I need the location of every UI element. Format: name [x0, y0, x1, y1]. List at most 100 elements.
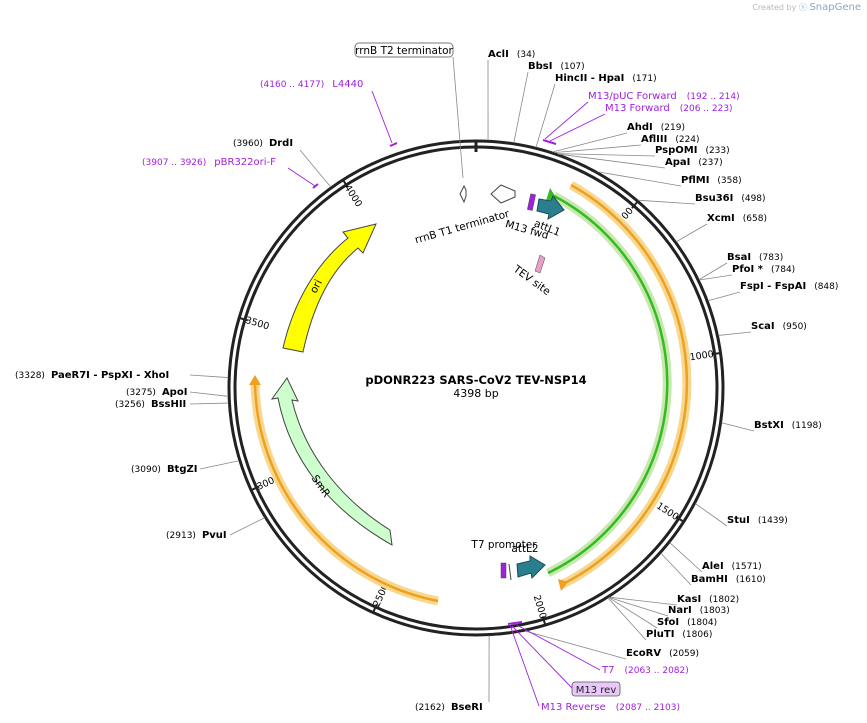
nsp14-arc — [547, 194, 669, 575]
site-leader — [199, 460, 240, 470]
primer-name: L4440 — [332, 79, 363, 90]
site-name: KasI — [677, 594, 701, 605]
site-position: (3090) — [131, 465, 161, 475]
site-leader — [718, 331, 752, 336]
tick-mark-500 — [631, 200, 639, 209]
primer-range: (206 .. 223) — [680, 104, 733, 114]
site-leader — [189, 402, 229, 405]
restriction-site-label: AflIII (224) — [641, 134, 700, 145]
site-leader — [609, 596, 678, 606]
ori-label: ori — [308, 278, 325, 296]
site-name: AhdI — [627, 122, 653, 133]
site-position: (658) — [743, 214, 767, 224]
site-position: (1571) — [732, 562, 762, 572]
primer-name: M13/pUC Forward — [588, 91, 677, 102]
site-leader — [695, 503, 728, 527]
site-leader — [229, 517, 265, 536]
restriction-site-label: ApaI(237) — [665, 157, 723, 168]
restriction-site-label: EcoRV(2059) — [626, 648, 699, 659]
site-leader — [660, 552, 692, 586]
restriction-site-label: PfoI *(784) — [732, 264, 795, 275]
primer-label: (3907 .. 3926) pBR322ori-F — [142, 157, 276, 168]
site-leader — [299, 149, 332, 188]
restriction-site-label: (3960) DrdI — [233, 138, 293, 149]
restriction-site-label: (3275)ApoI — [126, 387, 187, 398]
backbone-arrow-head — [249, 375, 261, 385]
primer-leader — [514, 623, 601, 671]
l4440-mark — [389, 142, 398, 147]
site-position: (233) — [705, 146, 729, 156]
restriction-site-label: BsaI(783) — [727, 252, 783, 263]
restriction-site-label: KasI (1802) — [677, 594, 739, 605]
site-position: (237) — [698, 158, 722, 168]
site-position: (224) — [675, 135, 699, 145]
tick-mark-1000 — [711, 352, 721, 356]
site-position: (219) — [661, 123, 685, 133]
site-leader — [607, 597, 647, 641]
primer-range: (3907 .. 3926) — [142, 158, 206, 168]
restriction-site-label: AleI(1571) — [702, 561, 762, 572]
restriction-site-label: BamHI(1610) — [691, 574, 766, 585]
site-name: DrdI — [269, 138, 293, 149]
restriction-site-label: StuI(1439) — [727, 515, 788, 526]
primer-label: (4160 .. 4177)L4440 — [260, 79, 363, 90]
site-name: AflIII — [641, 134, 667, 145]
tick-mark-4000 — [342, 179, 349, 188]
site-name: BssHII — [151, 399, 186, 410]
restriction-site-label: HincII - HpaI(171) — [555, 73, 657, 84]
restriction-site-label: (3090)BtgZI — [131, 464, 197, 475]
restriction-site-label: BstXI(1198) — [754, 420, 822, 431]
site-labels: AclI(34)BbsI(107)HincII - HpaI(171)AhdI(… — [15, 49, 838, 713]
site-position: (3328) — [15, 371, 45, 381]
site-position: (34) — [517, 50, 535, 60]
site-leader — [669, 542, 703, 573]
site-name: BseRI — [451, 702, 483, 713]
site-position: (1804) — [687, 618, 717, 628]
site-leader — [535, 83, 556, 148]
site-leader — [676, 223, 708, 243]
credit-prefix: Created by — [752, 3, 797, 12]
site-position: (3275) — [126, 388, 156, 398]
primer-label: M13/pUC Forward(192 .. 214) — [588, 91, 740, 102]
site-name: StuI — [727, 515, 750, 526]
site-position: (950) — [783, 322, 807, 332]
site-position: (2162) — [415, 703, 445, 713]
attl2-arrow — [516, 555, 546, 580]
primer-label: M13 Reverse(2087 .. 2103) — [541, 702, 680, 713]
rrnb-t2-label-box — [354, 42, 454, 58]
site-position: (1198) — [792, 421, 822, 431]
tick-label: 3500 — [244, 315, 270, 332]
site-name: PflMI — [681, 175, 709, 186]
rrnb-t2-leader — [452, 56, 464, 179]
site-leader — [553, 144, 642, 153]
m13-puc-fwd-mark — [542, 139, 557, 145]
primer-name: M13 Forward — [605, 103, 670, 114]
restriction-site-label: (3328) PaeR7I - PspXI - XhoI — [15, 370, 169, 381]
snapgene-credit: Created by ⓢ SnapGene — [752, 2, 861, 13]
site-position: (3960) — [233, 139, 263, 149]
restriction-site-label: AclI(34) — [488, 49, 535, 60]
site-name: EcoRV — [626, 648, 661, 659]
site-leader — [552, 132, 628, 153]
site-leader — [699, 274, 733, 281]
site-name: PspOMI — [655, 145, 697, 156]
primer-labels: (4160 .. 4177)L4440 (3907 .. 3926) pBR322o… — [142, 79, 740, 713]
tev-site-label: TEV site — [510, 263, 552, 298]
site-leader — [513, 71, 529, 143]
site-leader — [698, 262, 728, 280]
tick-label: 1500 — [654, 501, 680, 523]
site-name: PaeR7I - PspXI - XhoI — [51, 370, 169, 381]
restriction-site-label: XcmI(658) — [707, 213, 767, 224]
tick-label: 1000 — [689, 349, 715, 363]
snapgene-logo-icon: ⓢ — [798, 3, 807, 12]
site-leader — [608, 596, 669, 617]
primer-label: T7(2063 .. 2082) — [601, 665, 689, 676]
site-position: (784) — [771, 265, 795, 275]
site-position: (1610) — [736, 575, 766, 585]
site-position: (1802) — [709, 595, 739, 605]
restriction-site-label: FspI - FspAI(848) — [740, 281, 838, 292]
credit-brand: SnapGene — [809, 2, 861, 13]
primer-name: pBR322ori-F — [214, 157, 276, 168]
site-name: BsaI — [727, 252, 751, 263]
